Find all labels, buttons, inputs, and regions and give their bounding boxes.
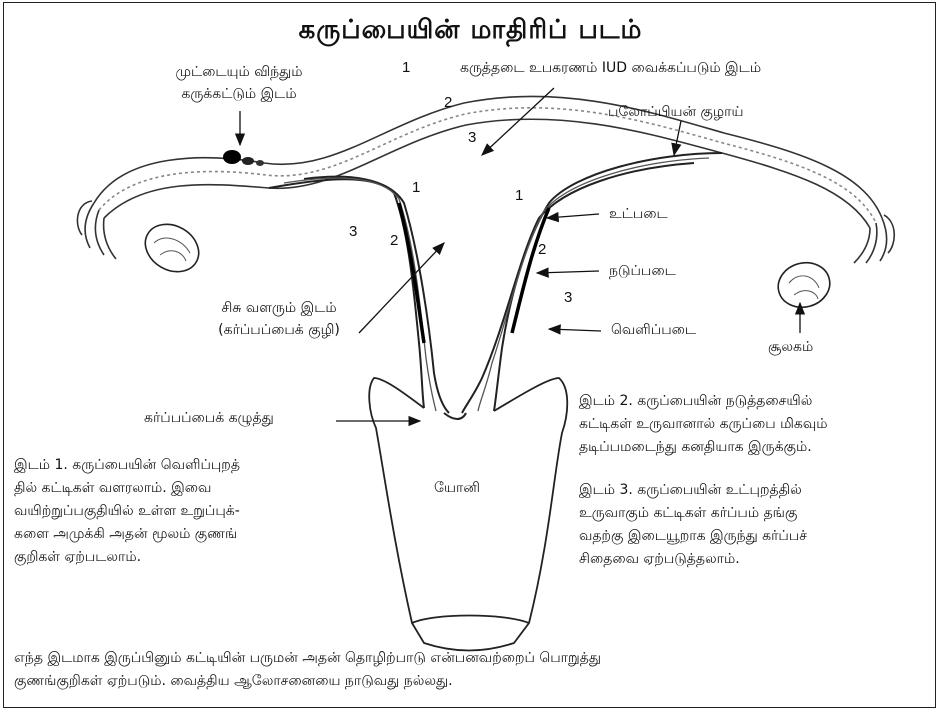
cervix-label: கர்ப்பப்பைக் கழுத்து [144,407,274,429]
place1-line: தில் கட்டிகள் வளரலாம். இவை [14,477,380,500]
footer-line: எந்த இடமாக இருப்பினும் கட்டியின் பருமன் … [14,647,926,670]
egg-mark [223,150,264,166]
label-arrows [240,88,800,421]
footer-line: குணங்குறிகள் ஏற்படும். வைத்திய ஆலோசனையை … [14,670,926,693]
egg-sperm-line-2: கருக்கட்டும் இடம் [144,83,334,105]
place2-line: இடம் 2. கருப்பையின் நடுத்தசையில் [579,390,925,413]
place1-line: வயிற்றுப்பகுதியில் உள்ள உறுப்புக்- [14,500,380,523]
diagram-frame: கருப்பையின் மாதிரிப் படம் [3,2,936,708]
place3-line: சிதைவை ஏற்படுத்தலாம். [579,548,925,571]
ovary-label: சூலகம் [768,336,813,358]
outer-layer-label: வெளிப்படை [611,319,696,341]
place1-line: இடம் 1. கருப்பையின் வெளிப்புறத் [14,454,380,477]
middle-layer-label: நடுப்படை [609,260,676,282]
fetus-place-line-1: சிசு வளரும் இடம் [189,297,369,319]
place1-line: குறிகள் ஏற்படலாம். [14,546,380,569]
inner-layer-label: உட்படை [609,203,668,225]
egg-sperm-label: முட்டையும் விந்தும் கருக்கட்டும் இடம் [144,61,334,105]
place3-line: இடம் 3. கருப்பையின் உட்புறத்தில் [579,479,925,502]
footer-paragraph: எந்த இடமாக இருப்பினும் கட்டியின் பருமன் … [14,647,926,693]
fallopian-label: பலோப்பியன் குழாய் [608,101,743,123]
place2-paragraph: இடம் 2. கருப்பையின் நடுத்தசையில் கட்டிகள… [579,390,925,459]
fetus-place-label: சிசு வளரும் இடம் (கர்ப்பப்பைக் குழி) [189,297,369,341]
right-wall-number-2: 2 [538,241,546,258]
left-wall-number-2: 2 [390,232,398,249]
fallopian-number-3: 3 [468,129,476,146]
right-wall-number-3: 3 [564,289,572,306]
place3-line: உருவாகும் கட்டிகள் கர்ப்பம் தங்கு [579,502,925,525]
egg-sperm-line-1: முட்டையும் விந்தும் [144,61,334,83]
place2-line: தடிப்பமடைந்து கனதியாக இருக்கும். [579,436,925,459]
vagina-label: யோனி [434,477,480,499]
place3-line: வதற்கு இடையூறாக இருந்து கர்ப்பச் [579,525,925,548]
right-wall-number-1: 1 [515,187,523,204]
fetus-place-line-2: (கர்ப்பப்பைக் குழி) [189,319,369,341]
fallopian-tubes [77,96,894,263]
place1-line: களை அமுக்கி அதன் மூலம் குணங் [14,523,380,546]
place3-paragraph: இடம் 3. கருப்பையின் உட்புறத்தில் உருவாகு… [579,479,925,571]
place1-paragraph: இடம் 1. கருப்பையின் வெளிப்புறத் தில் கட்… [14,454,380,569]
uterus-walls [269,153,722,413]
iud-label: கருத்தடை உபகரணம் IUD வைக்கப்படும் இடம் [460,57,761,79]
iud-number: 1 [402,59,410,76]
place2-line: கட்டிகள் உருவானால் கருப்பை மிகவும் [579,413,925,436]
cervix-vagina [369,378,567,651]
left-wall-number-1: 1 [412,179,420,196]
left-wall-number-3: 3 [349,223,357,240]
fallopian-number-2: 2 [444,94,452,111]
